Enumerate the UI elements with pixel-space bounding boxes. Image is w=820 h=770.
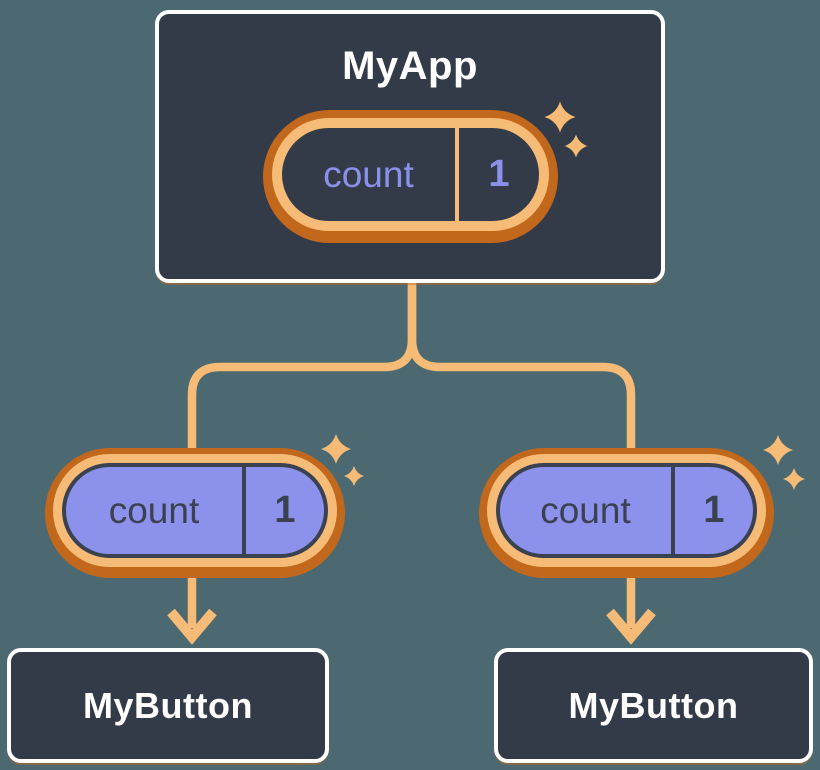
prop-name: count: [540, 489, 631, 531]
prop-pill-ring: count 1: [487, 454, 766, 567]
connector-right-branch: [407, 283, 636, 628]
prop-value: 1: [703, 489, 725, 531]
pill-divider: [455, 128, 459, 221]
child-component-card-left: MyButton: [7, 648, 329, 763]
pill-divider: [671, 467, 675, 554]
prop-pill-right: count 1: [479, 448, 774, 578]
sparkle-icon: [321, 434, 364, 486]
child-component-card-right: MyButton: [494, 648, 813, 763]
child-component-title: MyButton: [83, 684, 253, 726]
state-pill: count 1: [263, 110, 558, 243]
state-name: count: [323, 153, 414, 195]
sparkle-icon: [763, 435, 805, 490]
state-pill-ring: count 1: [272, 118, 549, 231]
state-value: 1: [488, 153, 510, 195]
parent-component-title: MyApp: [342, 44, 478, 88]
prop-pill-ring: count 1: [53, 454, 337, 567]
prop-pill-left: count 1: [45, 448, 345, 578]
child-component-title: MyButton: [568, 684, 739, 726]
arrow-down-icon: [606, 608, 656, 645]
prop-name: count: [108, 489, 200, 531]
pill-divider: [242, 467, 246, 554]
arrow-down-icon: [167, 608, 217, 645]
prop-value: 1: [274, 489, 296, 531]
sparkle-icon: [544, 101, 588, 158]
